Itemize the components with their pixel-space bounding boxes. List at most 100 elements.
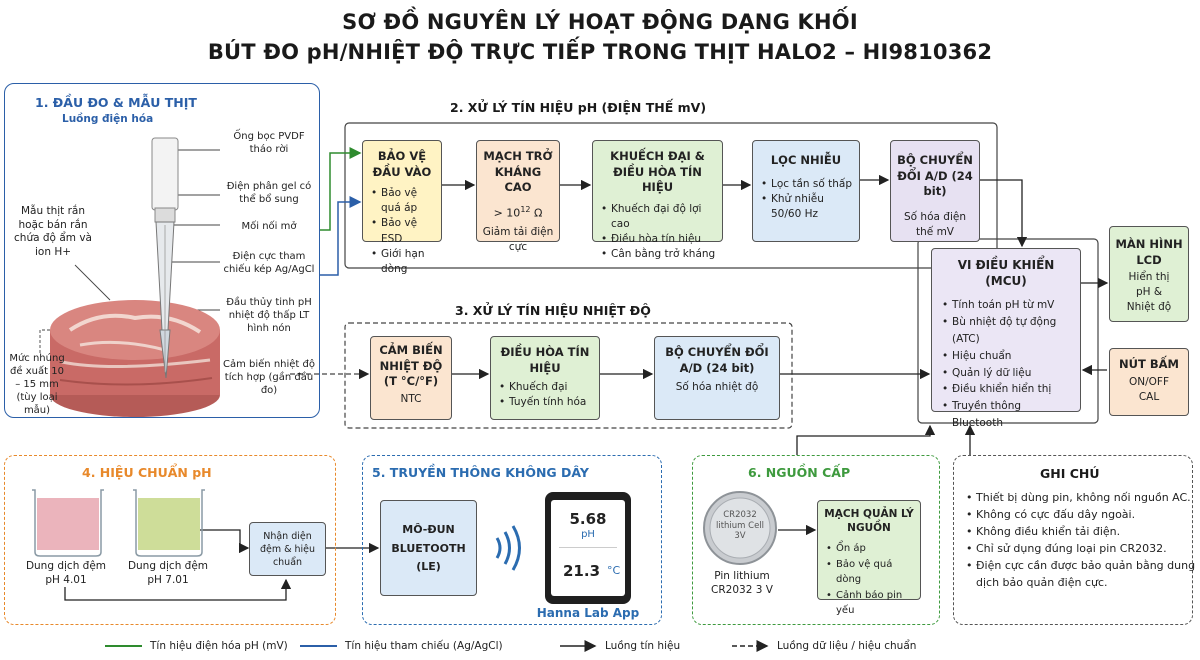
bluetooth-module-block: MÔ-ĐUN BLUETOOTH (LE): [380, 500, 477, 596]
impedance-value: > 1012 Ω: [493, 204, 543, 220]
lcd-display-block: MÀN HÌNH LCD Hiển thị pH & Nhiệt độ: [1109, 226, 1189, 322]
coin-battery-marking: CR2032 lithium Cell 3V: [715, 510, 765, 542]
note-item: Không điều khiển tải điện.: [966, 523, 1200, 540]
tablet-divider: [559, 547, 617, 548]
tablet-ph-unit: pH: [581, 529, 595, 540]
section4-title: 4. HIỆU CHUẨN pH: [82, 465, 212, 480]
buffer-label-401: Dung dịch đệm pH 4.01: [25, 560, 107, 586]
callout-open-junction: Mối nối mở: [241, 221, 297, 232]
high-impedance-title: MẠCH TRỞ KHÁNG CAO: [483, 149, 553, 195]
tablet-ph-value: 5.68: [569, 510, 607, 528]
input-protection-title: BẢO VỆ ĐẦU VÀO: [372, 149, 432, 179]
buffer-beaker-2-image: [133, 489, 205, 557]
temperature-adc-block: BỘ CHUYỂN ĐỔI A/D (24 bit) Số hóa nhiệt …: [654, 336, 780, 420]
section-power-panel: [692, 455, 940, 625]
callout-pvdf-sleeve: Ống bọc PVDF tháo rời: [233, 131, 305, 155]
ph-adc-desc: Số hóa điện thế mV: [904, 210, 966, 238]
note-item: Không có cực đấu dây ngoài.: [966, 506, 1200, 523]
button-desc: ON/OFF CAL: [1128, 375, 1169, 403]
block-item: Khử nhiễu 50/60 Hz: [761, 192, 855, 222]
legend-solid-label: Luồng tín hiệu: [605, 640, 681, 652]
block-item: Tuyến tính hóa: [499, 395, 595, 410]
block-item: Bảo vệ ESD: [371, 216, 437, 246]
battery-label: Pin lithium CR2032 3 V: [711, 570, 773, 596]
mcu-title: VI ĐIỀU KHIỂN (MCU): [957, 258, 1055, 289]
temperature-conditioning-title: ĐIỀU HÒA TÍN HIỆU: [500, 345, 590, 375]
note-item: Chỉ sử dụng đúng loại pin CR2032.: [966, 540, 1200, 557]
wireless-waves-icon: [495, 525, 521, 571]
input-protection-block: BẢO VỆ ĐẦU VÀO Bảo vệ quá áp Bảo vệ ESD …: [362, 140, 442, 275]
legend-dashed-label: Luồng dữ liệu / hiệu chuẩn: [777, 640, 917, 652]
temperature-sensor-title: CẢM BIẾN NHIỆT ĐỘ (T °C/°F): [379, 343, 443, 389]
buffer-beaker-1-image: [32, 489, 104, 557]
callout-temperature-sensor: Cảm biến nhiệt độ tích hợp (gần đầu đo): [223, 359, 315, 396]
block-item: Bảo vệ quá áp: [371, 186, 437, 216]
mcu-item: Quản lý dữ liệu: [942, 365, 1074, 382]
mcu-item: Truyền thông Bluetooth: [942, 398, 1074, 432]
ph-adc-title: BỘ CHUYỂN ĐỔI A/D (24 bit): [897, 153, 973, 199]
ph-adc-block: BỘ CHUYỂN ĐỔI A/D (24 bit) Số hóa điện t…: [890, 140, 980, 242]
block-item: Cân bằng trở kháng: [601, 247, 718, 262]
callout-reference-electrode: Điện cực tham chiếu kép Ag/AgCl: [223, 251, 315, 275]
coin-battery-image: [703, 491, 777, 565]
section3-title: 3. XỬ LÝ TÍN HIỆU NHIỆT ĐỘ: [455, 303, 651, 318]
buffer-recognition-block: Nhận diện đệm & hiệu chuẩn: [249, 522, 326, 576]
block-item: Giới hạn dòng: [371, 247, 437, 277]
tablet-screen: 5.68 pH 21.3 °C: [551, 500, 625, 596]
mcu-item: Điều khiển hiển thị: [942, 381, 1074, 398]
temperature-adc-desc: Số hóa nhiệt độ: [675, 381, 759, 394]
tablet-temp-unit: °C: [607, 564, 621, 577]
section-calibration-panel: [4, 455, 336, 625]
section2-title: 2. XỬ LÝ TÍN HIỆU pH (ĐIỆN THẾ mV): [450, 100, 707, 115]
section5-title: 5. TRUYỀN THÔNG KHÔNG DÂY: [372, 465, 589, 480]
block-item: Ổn áp: [826, 541, 916, 557]
button-block: NÚT BẤM ON/OFF CAL: [1109, 348, 1189, 416]
notes-list: Thiết bị dùng pin, không nối nguồn AC. K…: [962, 489, 1200, 591]
app-name-label: Hanna Lab App: [536, 606, 640, 620]
mcu-block: VI ĐIỀU KHIỂN (MCU) Tính toán pH từ mV B…: [931, 248, 1081, 429]
amplifier-title: KHUẾCH ĐẠI & ĐIỀU HÒA TÍN HIỆU: [610, 149, 705, 195]
temperature-adc-title: BỘ CHUYỂN ĐỔI A/D (24 bit): [665, 345, 769, 375]
buffer-label-701: Dung dịch đệm pH 7.01: [127, 560, 209, 586]
high-impedance-block: MẠCH TRỞ KHÁNG CAO > 1012 Ω Giảm tải điệ…: [476, 140, 560, 253]
power-management-block: MẠCH QUẢN LÝ NGUỒN Ổn áp Bảo vệ quá dòng…: [817, 500, 921, 616]
section-wireless-panel: [362, 455, 662, 625]
temperature-conditioning-block: ĐIỀU HÒA TÍN HIỆU Khuếch đại Tuyến tính …: [490, 336, 600, 420]
meat-sample-label: Mẫu thịt rắn hoặc bán rắn chứa độ ẩm và …: [14, 205, 92, 258]
block-item: Điều hòa tín hiệu: [601, 232, 718, 247]
callout-gel-electrolyte: Điện phân gel có thể bổ sung: [226, 181, 312, 205]
section-probe-panel: [4, 83, 320, 418]
block-item: Bảo vệ quá dòng: [826, 557, 916, 588]
note-item: Điện cực cần được bảo quản bằng dung dịc…: [966, 557, 1200, 591]
lcd-title: MÀN HÌNH LCD: [1115, 237, 1183, 267]
lcd-desc: Hiển thị pH & Nhiệt độ: [1126, 271, 1172, 314]
meat-sample-image: [50, 300, 220, 417]
mcu-item: Bù nhiệt độ tự động (ATC): [942, 314, 1074, 348]
tablet-device: 5.68 pH 21.3 °C: [545, 492, 631, 604]
callout-glass-tip: Đầu thủy tinh pH nhiệt độ thấp LT hình n…: [226, 297, 312, 334]
section1-title: 1. ĐẦU ĐO & MẪU THỊT: [35, 95, 197, 110]
section1-subtitle: Luồng điện hóa: [62, 113, 154, 125]
diagram-title-line2: BÚT ĐO pH/NHIỆT ĐỘ TRỰC TIẾP TRONG THỊT …: [207, 40, 993, 64]
immersion-depth-label: Mức nhúng đề xuất 10 – 15 mm (tùy loại m…: [9, 353, 65, 416]
note-item: Thiết bị dùng pin, không nối nguồn AC.: [966, 489, 1200, 506]
block-item: Khuếch đại: [499, 380, 595, 395]
block-item: Khuếch đại độ lợi cao: [601, 202, 718, 232]
noise-filter-block: LỌC NHIỄU Lọc tần số thấp Khử nhiễu 50/6…: [752, 140, 860, 242]
power-management-title: MẠCH QUẢN LÝ NGUỒN: [824, 508, 914, 535]
mcu-item: Tính toán pH từ mV: [942, 297, 1074, 314]
mcu-item: Hiệu chuẩn: [942, 348, 1074, 365]
probe-image: [151, 137, 179, 379]
legend-blue-label: Tín hiệu tham chiếu (Ag/AgCl): [345, 640, 503, 652]
temperature-sensor-block: CẢM BIẾN NHIỆT ĐỘ (T °C/°F) NTC: [370, 336, 452, 420]
block-item: Lọc tần số thấp: [761, 177, 855, 192]
notes-title: GHI CHÚ: [1040, 466, 1100, 481]
legend-green-label: Tín hiệu điện hóa pH (mV): [150, 640, 288, 652]
impedance-desc: Giảm tải điện cực: [482, 226, 554, 254]
diagram-title-line1: SƠ ĐỒ NGUYÊN LÝ HOẠT ĐỘNG DẠNG KHỐI: [342, 10, 858, 34]
tablet-temp-value: 21.3: [563, 562, 601, 580]
button-title: NÚT BẤM: [1119, 357, 1179, 371]
block-item: Cảnh báo pin yếu: [826, 588, 916, 619]
section6-title: 6. NGUỒN CẤP: [748, 465, 851, 480]
